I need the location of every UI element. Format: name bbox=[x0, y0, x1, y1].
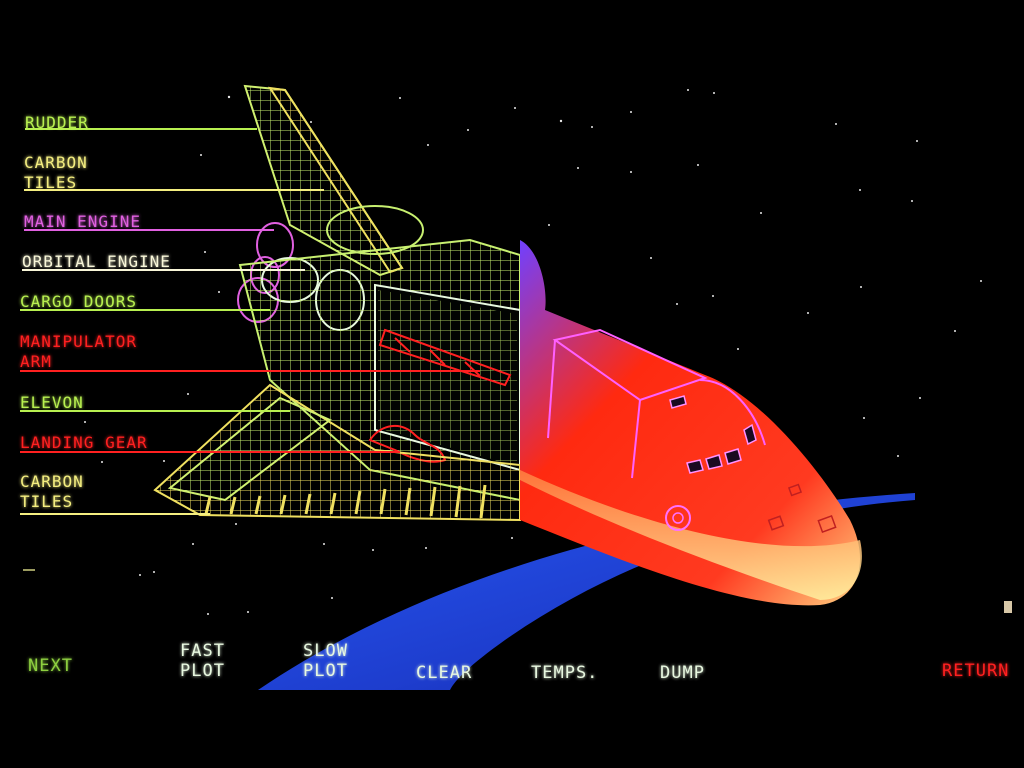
fast-plot-button[interactable]: FAST PLOT bbox=[180, 641, 225, 681]
space-shuttle bbox=[153, 84, 862, 606]
leader-line-landing-gear bbox=[20, 451, 400, 453]
label-landing-gear: LANDING GEAR bbox=[20, 433, 148, 452]
label-elevon: ELEVON bbox=[20, 393, 84, 412]
leader-line-cargo-doors bbox=[20, 309, 270, 311]
text-cursor bbox=[23, 569, 35, 571]
label-carbon-tiles-bottom: CARBON TILES bbox=[20, 472, 84, 511]
label-main-engine: MAIN ENGINE bbox=[24, 212, 141, 231]
dump-button[interactable]: DUMP bbox=[660, 663, 705, 683]
label-orbital-engine: ORBITAL ENGINE bbox=[22, 252, 171, 271]
clear-button[interactable]: CLEAR bbox=[416, 663, 473, 683]
label-cargo-doors: CARGO DOORS bbox=[20, 292, 137, 311]
leader-line-manipulator-arm bbox=[20, 370, 480, 372]
starfield bbox=[84, 89, 982, 615]
label-manipulator-arm: MANIPULATOR ARM bbox=[20, 332, 137, 371]
slow-plot-button[interactable]: SLOW PLOT bbox=[303, 641, 348, 681]
leader-line-carbon-tiles-top bbox=[24, 189, 324, 191]
leader-line-elevon bbox=[20, 410, 290, 412]
leader-line-orbital-engine bbox=[22, 269, 305, 271]
leader-line-rudder bbox=[25, 128, 257, 130]
earth-horizon bbox=[258, 493, 915, 690]
label-carbon-tiles-top: CARBON TILES bbox=[24, 153, 88, 192]
next-button[interactable]: NEXT bbox=[28, 656, 73, 676]
temps-button[interactable]: TEMPS. bbox=[531, 663, 599, 683]
leader-line-main-engine bbox=[24, 229, 274, 231]
status-indicator-block bbox=[1004, 601, 1012, 613]
leader-line-carbon-tiles-bottom bbox=[20, 513, 210, 515]
label-rudder: RUDDER bbox=[25, 113, 89, 132]
return-button[interactable]: RETURN bbox=[942, 661, 1010, 681]
